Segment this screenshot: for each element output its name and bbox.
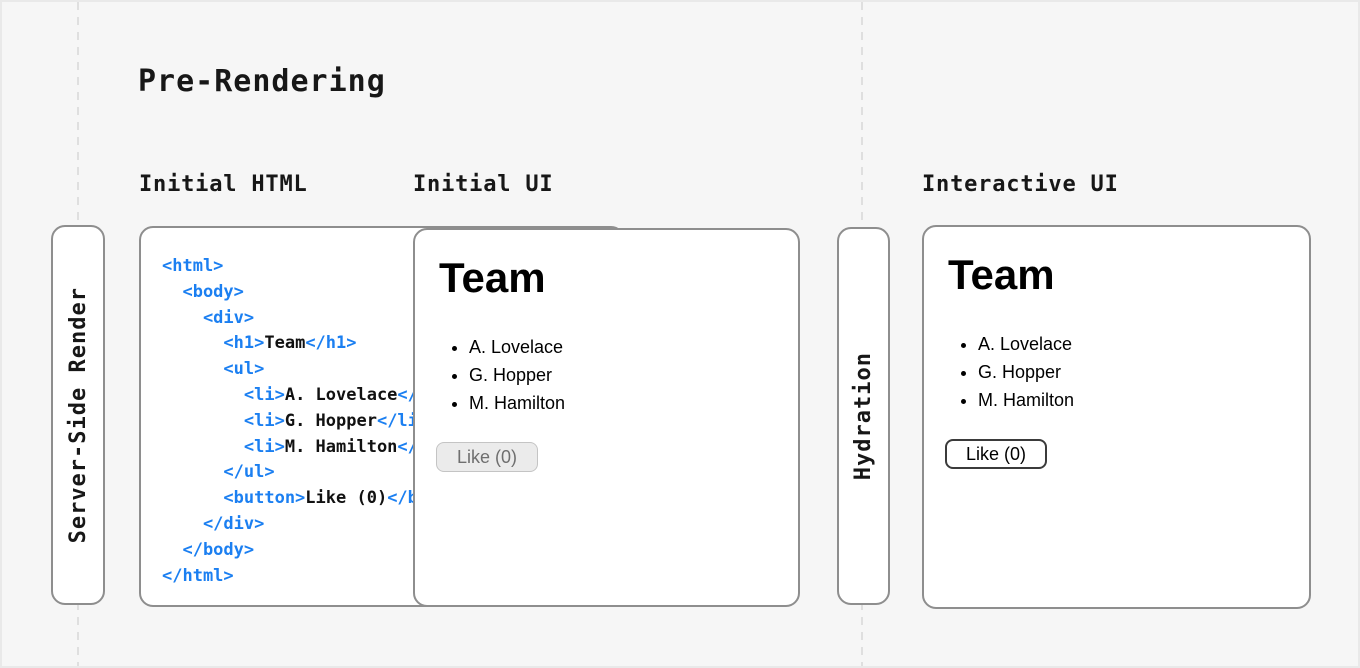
code-tag-token: <li> <box>162 410 285 431</box>
team-heading: Team <box>439 254 546 301</box>
code-text-token: Like (0) <box>305 488 388 509</box>
team-member-item: A. Lovelace <box>469 333 565 361</box>
code-line: </html> <box>162 564 479 590</box>
code-line: </div> <box>162 512 479 538</box>
code-tag-token: <html> <box>162 256 224 276</box>
code-tag-token: <ul> <box>162 359 265 380</box>
code-tag-token: <li> <box>162 436 285 457</box>
code-text-token: G. Hopper <box>284 410 377 431</box>
team-member-item: M. Hamilton <box>469 389 565 417</box>
code-text-token: M. Hamilton <box>284 436 398 457</box>
code-line: <h1>Team</h1> <box>162 331 479 357</box>
team-member-item: A. Lovelace <box>978 330 1074 358</box>
code-tag-token: <div> <box>162 307 255 328</box>
team-heading: Team <box>948 251 1055 298</box>
diagram-title: Pre-Rendering <box>138 64 386 99</box>
code-line: </body> <box>162 538 479 564</box>
server-side-render-label: Server-Side Render <box>65 286 91 544</box>
code-line: <li>G. Hopper</li> <box>162 409 479 435</box>
code-tag-token: </body> <box>162 539 255 560</box>
code-tag-token: </ul> <box>162 462 275 483</box>
column-label-initial-html: Initial HTML <box>139 172 308 197</box>
like-button-disabled: Like (0) <box>436 442 538 472</box>
code-line: <ul> <box>162 357 479 383</box>
code-text-token: A. Lovelace <box>284 384 398 405</box>
code-tag-token: <button> <box>162 488 306 509</box>
team-member-list: A. LovelaceG. HopperM. Hamilton <box>950 330 1074 414</box>
hydration-label: Hydration <box>851 351 876 481</box>
code-line: <html> <box>162 254 479 280</box>
team-member-item: G. Hopper <box>978 358 1074 386</box>
code-tag-token: </html> <box>162 565 234 586</box>
like-button-enabled[interactable]: Like (0) <box>945 439 1047 469</box>
code-tag-token: <li> <box>162 384 285 405</box>
code-tag-token: <body> <box>162 281 244 302</box>
code-text-token: Team <box>264 333 306 354</box>
code-tag-token: </h1> <box>305 333 357 354</box>
initial-ui-panel: Team A. LovelaceG. HopperM. Hamilton Lik… <box>413 228 800 607</box>
code-tag-token: </div> <box>162 513 265 534</box>
interactive-ui-panel: Team A. LovelaceG. HopperM. Hamilton Lik… <box>922 225 1311 609</box>
hydration-stage-box: Hydration <box>837 227 890 605</box>
team-member-item: G. Hopper <box>469 361 565 389</box>
code-line: <body> <box>162 280 479 306</box>
team-member-item: M. Hamilton <box>978 386 1074 414</box>
code-tag-token: <h1> <box>162 333 265 354</box>
column-label-interactive-ui: Interactive UI <box>922 172 1119 197</box>
code-line: </ul> <box>162 460 479 486</box>
code-line: <div> <box>162 306 479 332</box>
server-side-render-stage-box: Server-Side Render <box>51 225 105 605</box>
column-label-initial-ui: Initial UI <box>413 172 554 197</box>
team-member-list: A. LovelaceG. HopperM. Hamilton <box>441 333 565 417</box>
